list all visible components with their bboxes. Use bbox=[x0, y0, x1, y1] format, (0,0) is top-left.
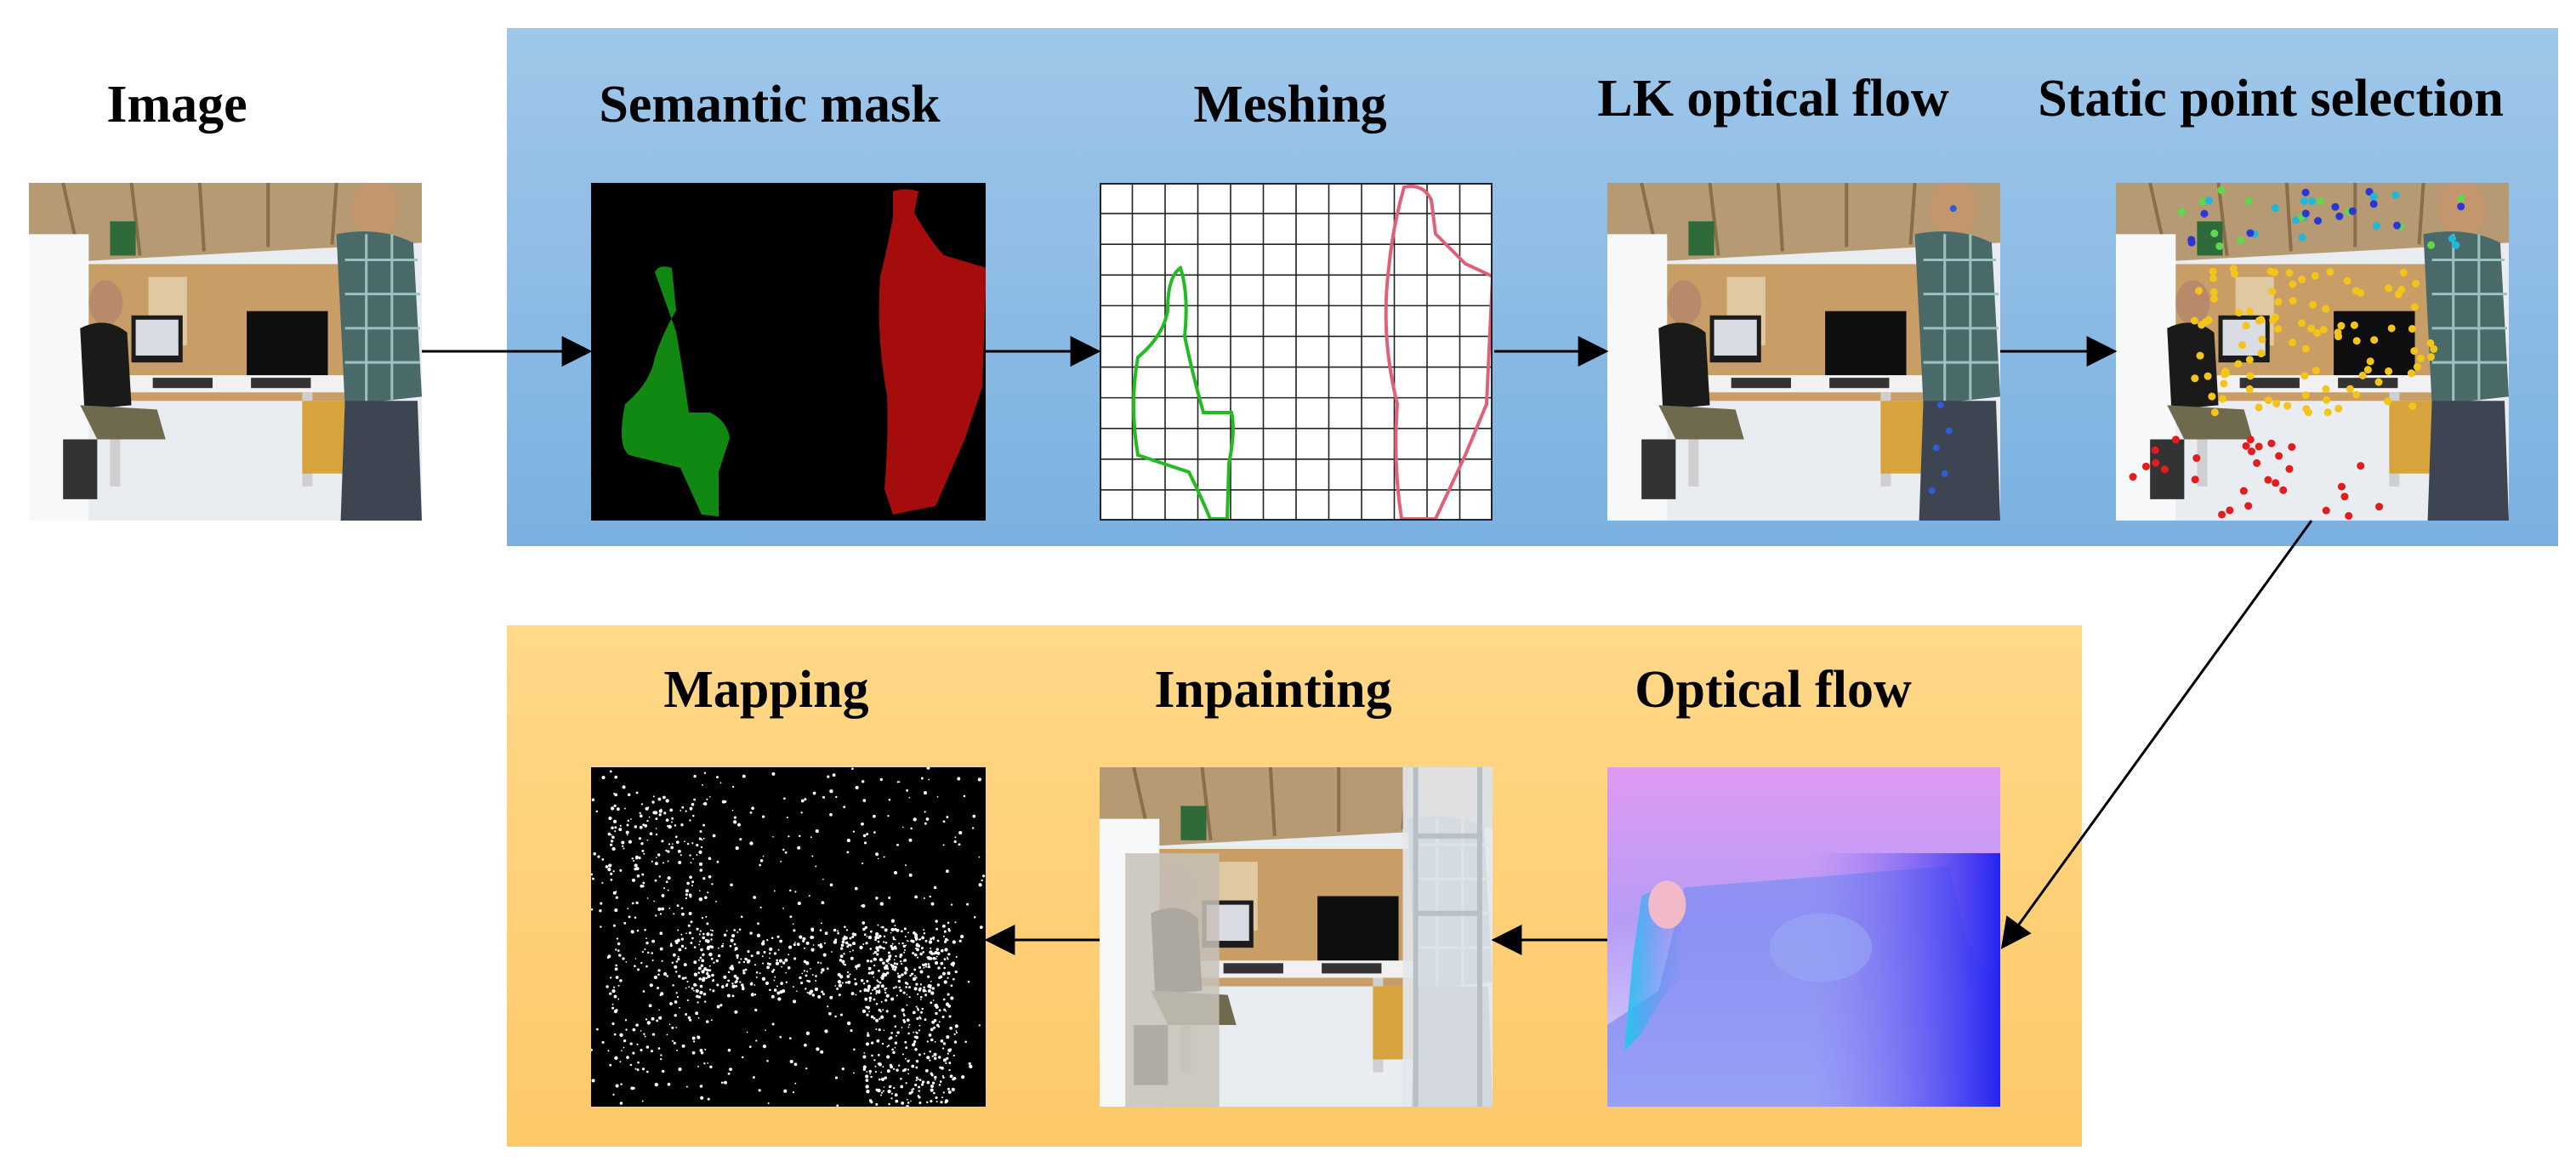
label-semantic-mask: Semantic mask bbox=[599, 76, 941, 134]
label-optical-flow: Optical flow bbox=[1635, 661, 1912, 719]
label-image: Image bbox=[106, 76, 247, 134]
label-static-point-selection: Static point selection bbox=[2038, 70, 2504, 128]
label-lk-optical-flow: LK optical flow bbox=[1597, 70, 1949, 128]
inpainting-thumbnail bbox=[1100, 767, 1493, 1107]
lk-optical-flow-thumbnail bbox=[1607, 183, 2000, 521]
mapping-thumbnail bbox=[591, 767, 986, 1107]
optical-flow-thumbnail bbox=[1607, 767, 2000, 1107]
mesh-grid-thumbnail bbox=[1100, 183, 1493, 521]
label-mapping: Mapping bbox=[663, 661, 869, 719]
semantic-mask-thumbnail bbox=[591, 183, 986, 521]
label-meshing: Meshing bbox=[1193, 76, 1387, 134]
arrow-static-to-flow bbox=[2000, 520, 2313, 949]
label-inpainting: Inpainting bbox=[1154, 661, 1392, 719]
static-point-selection-thumbnail bbox=[2116, 183, 2509, 521]
